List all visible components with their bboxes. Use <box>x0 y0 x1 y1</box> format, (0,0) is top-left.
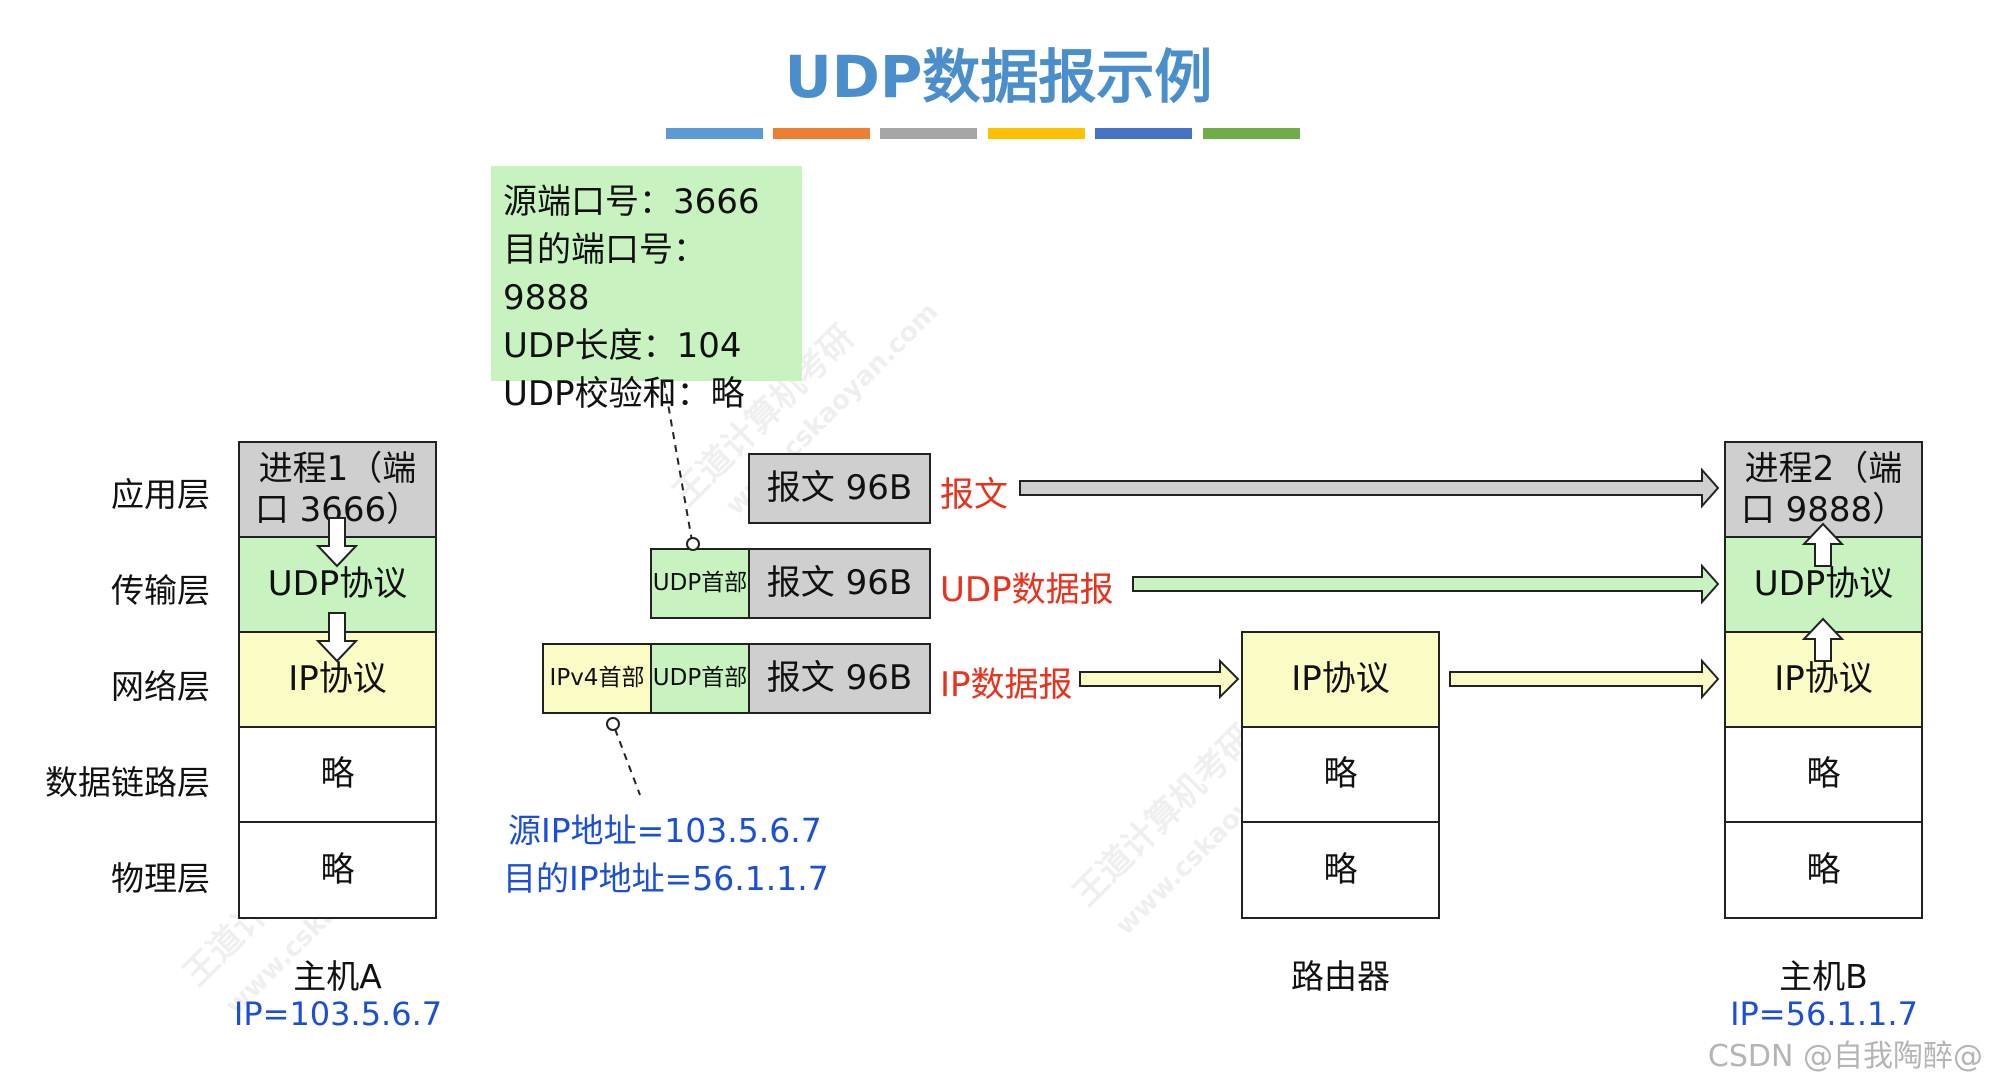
ip-udp-header-label: UDP首部 <box>652 664 748 691</box>
accent-bar-gray <box>880 128 977 139</box>
ip-payload-label: 报文 96B <box>766 658 913 699</box>
udp-header-label: UDP首部 <box>652 569 748 596</box>
host-b-application-layer: 进程2（端口 9888） <box>1724 441 1923 538</box>
udp-payload-label: 报文 96B <box>766 563 913 604</box>
layer-label-physical: 物理层 <box>111 859 210 898</box>
message-payload: 报文 96B <box>748 453 931 524</box>
host-a-name: 主机A <box>293 957 382 996</box>
udp-payload: 报文 96B <box>748 548 931 619</box>
layer-label-application: 应用层 <box>111 475 210 514</box>
ipv4-header-block: IPv4首部 <box>542 643 652 714</box>
host-b-physical-label: 略 <box>1806 849 1841 890</box>
layer-label-datalink: 数据链路层 <box>45 763 210 802</box>
host-a-down-arrow-1 <box>315 517 359 568</box>
udp-length: UDP长度：104 <box>503 326 742 366</box>
udp-callout-line <box>663 380 693 542</box>
host-a-process-label: 进程1（端口 3666） <box>254 448 421 530</box>
accent-bar-blue <box>666 128 763 139</box>
ip-datagram-label: IP数据报 <box>940 665 1073 705</box>
udp-checksum: UDP校验和：略 <box>503 374 745 414</box>
host-b-udp-label: UDP协议 <box>1753 564 1894 605</box>
udp-dst-port: 目的端口号：9888 <box>503 230 707 318</box>
router-datalink-label: 略 <box>1323 754 1358 795</box>
router-name: 路由器 <box>1291 957 1390 996</box>
ip-payload: 报文 96B <box>748 643 931 714</box>
host-a-datalink-layer: 略 <box>238 726 437 823</box>
host-a-down-arrow-2 <box>315 612 359 663</box>
page-title: UDP数据报示例 <box>784 43 1213 111</box>
udp-header-block: UDP首部 <box>650 548 750 619</box>
layer-label-network: 网络层 <box>111 667 210 706</box>
accent-bar-green <box>1203 128 1300 139</box>
ip-dst-address: 目的IP地址=56.1.1.7 <box>503 859 829 898</box>
host-b-up-arrow-2 <box>1801 617 1845 662</box>
message-label: 报文 <box>940 475 1008 515</box>
host-a-physical-label: 略 <box>320 849 355 890</box>
router-ip-label: IP协议 <box>1291 659 1390 700</box>
ip-to-router-arrow <box>1079 658 1240 700</box>
host-a-ip-label: IP协议 <box>288 659 387 700</box>
host-b-process-label: 进程2（端口 9888） <box>1740 448 1907 530</box>
credit-text: CSDN @自我陶醉@ <box>1707 1039 1983 1074</box>
accent-bar-gold <box>988 128 1085 139</box>
accent-bar-orange <box>773 128 870 139</box>
host-b-physical-layer: 略 <box>1724 821 1923 919</box>
accent-bar-darkblue <box>1095 128 1192 139</box>
message-arrow <box>1019 467 1720 509</box>
host-a-ip: IP=103.5.6.7 <box>233 995 443 1033</box>
ip-src-address: 源IP地址=103.5.6.7 <box>508 811 822 850</box>
host-b-up-arrow-1 <box>1801 522 1845 567</box>
udp-datagram-arrow <box>1132 563 1720 605</box>
host-b-ip-label: IP协议 <box>1774 659 1873 700</box>
host-a-udp-label: UDP协议 <box>267 564 408 605</box>
ipv4-header-label: IPv4首部 <box>549 664 645 691</box>
host-a-datalink-label: 略 <box>320 754 355 795</box>
router-physical-label: 略 <box>1323 849 1358 890</box>
ip-callout-dot <box>606 717 620 731</box>
message-payload-label: 报文 96B <box>766 468 913 509</box>
udp-callout-dot <box>686 537 700 551</box>
host-b-datalink-label: 略 <box>1806 754 1841 795</box>
router-to-host-b-arrow <box>1449 658 1720 700</box>
ip-callout-line <box>614 728 641 796</box>
host-b-name: 主机B <box>1779 957 1868 996</box>
ip-udp-header-block: UDP首部 <box>650 643 750 714</box>
udp-src-port: 源端口号：3666 <box>503 182 760 222</box>
layer-label-transport: 传输层 <box>111 571 210 610</box>
router-network-layer: IP协议 <box>1241 631 1440 728</box>
router-physical-layer: 略 <box>1241 821 1440 919</box>
udp-datagram-label: UDP数据报 <box>940 570 1114 610</box>
host-a-physical-layer: 略 <box>238 821 437 919</box>
host-b-ip: IP=56.1.1.7 <box>1730 995 1918 1033</box>
udp-header-info-box: 源端口号：3666 目的端口号：9888 UDP长度：104 UDP校验和：略 <box>491 166 802 414</box>
